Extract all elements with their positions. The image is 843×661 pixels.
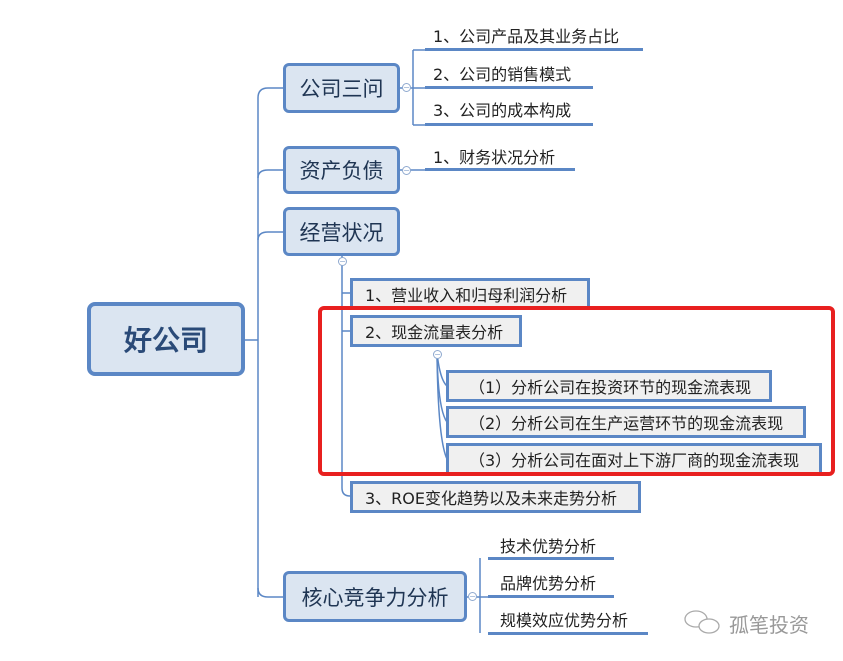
collapse-toggle-icon[interactable]: − (338, 257, 347, 266)
leaf-node[interactable]: 品牌优势分析 (500, 574, 597, 593)
leaf-node[interactable]: 技术优势分析 (500, 537, 597, 556)
cashflow-item-operations[interactable]: （2）分析公司在生产运营环节的现金流表现 (446, 406, 806, 438)
sub-node-revenue-profit[interactable]: 1、营业收入和归母利润分析 (350, 278, 590, 309)
cashflow-item-investment[interactable]: （1）分析公司在投资环节的现金流表现 (446, 370, 772, 402)
branch-operating-status[interactable]: 经营状况 (283, 207, 400, 256)
branch-assets-liabilities[interactable]: 资产负债 (283, 146, 400, 194)
collapse-toggle-icon[interactable]: − (468, 592, 477, 601)
leaf-node[interactable]: 2、公司的销售模式 (433, 65, 572, 84)
collapse-toggle-icon[interactable]: − (433, 350, 442, 359)
watermark-text: 孤笔投资 (729, 612, 809, 637)
leaf-node[interactable]: 1、公司产品及其业务占比 (433, 27, 620, 46)
root-node[interactable]: 好公司 (87, 302, 245, 376)
sub-node-roe[interactable]: 3、ROE变化趋势以及未来走势分析 (350, 481, 641, 513)
sub-node-cashflow[interactable]: 2、现金流量表分析 (350, 315, 522, 347)
leaf-node[interactable]: 规模效应优势分析 (500, 611, 629, 630)
leaf-node[interactable]: 1、财务状况分析 (433, 148, 556, 167)
leaf-node[interactable]: 3、公司的成本构成 (433, 101, 572, 120)
wechat-icon (684, 610, 720, 634)
branch-company-three-questions[interactable]: 公司三问 (283, 63, 400, 113)
watermark: 孤笔投资 (683, 608, 809, 638)
collapse-toggle-icon[interactable]: − (402, 83, 411, 92)
branch-core-competitiveness[interactable]: 核心竞争力分析 (283, 571, 467, 622)
collapse-toggle-icon[interactable]: − (402, 166, 411, 175)
highlight-box (318, 306, 835, 476)
